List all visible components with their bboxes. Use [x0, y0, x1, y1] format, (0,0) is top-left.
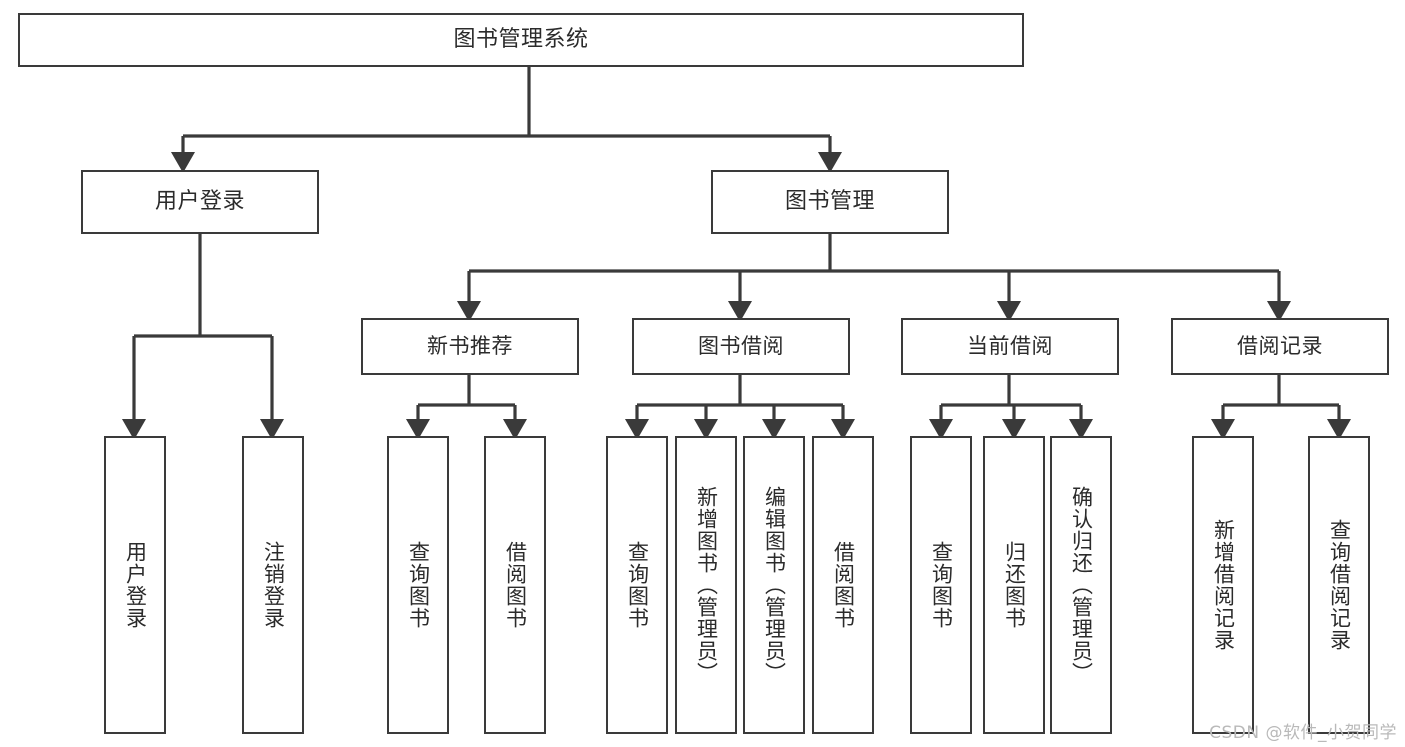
- node-leaf-query-book-borrow-label: 查询图书: [625, 541, 650, 629]
- node-leaf-query-book-rec[interactable]: 查询图书: [387, 436, 449, 734]
- node-leaf-add-book-label: 新增图书（管理员）: [694, 486, 719, 684]
- node-leaf-edit-book[interactable]: 编辑图书（管理员）: [743, 436, 805, 734]
- node-book-manage-label: 图书管理: [784, 188, 875, 214]
- node-user-login[interactable]: 用户登录: [81, 170, 319, 234]
- node-book-borrow-label: 图书借阅: [698, 333, 784, 358]
- node-leaf-return-book-label: 归还图书: [1002, 541, 1027, 629]
- node-leaf-logout[interactable]: 注销登录: [242, 436, 304, 734]
- node-new-book-rec-label: 新书推荐: [427, 333, 513, 358]
- node-leaf-query-record-label: 查询借阅记录: [1327, 519, 1352, 651]
- node-leaf-edit-book-label: 编辑图书（管理员）: [762, 486, 787, 684]
- node-leaf-borrow-book[interactable]: 借阅图书: [812, 436, 874, 734]
- node-root[interactable]: 图书管理系统: [18, 13, 1024, 67]
- node-book-borrow[interactable]: 图书借阅: [632, 318, 850, 375]
- node-user-login-label: 用户登录: [154, 188, 245, 214]
- node-leaf-add-record-label: 新增借阅记录: [1211, 519, 1236, 651]
- node-leaf-borrow-book-rec[interactable]: 借阅图书: [484, 436, 546, 734]
- node-leaf-query-book-rec-label: 查询图书: [406, 541, 431, 629]
- node-leaf-query-book-cur[interactable]: 查询图书: [910, 436, 972, 734]
- node-leaf-query-book-borrow[interactable]: 查询图书: [606, 436, 668, 734]
- node-root-label: 图书管理系统: [453, 26, 589, 52]
- node-leaf-user-login-label: 用户登录: [123, 541, 148, 629]
- node-leaf-confirm-return-label: 确认归还（管理员）: [1069, 486, 1094, 684]
- node-book-manage[interactable]: 图书管理: [711, 170, 949, 234]
- node-leaf-borrow-book-label: 借阅图书: [831, 541, 856, 629]
- node-leaf-query-record[interactable]: 查询借阅记录: [1308, 436, 1370, 734]
- node-leaf-add-book[interactable]: 新增图书（管理员）: [675, 436, 737, 734]
- node-leaf-borrow-book-rec-label: 借阅图书: [503, 541, 528, 629]
- node-leaf-logout-label: 注销登录: [261, 541, 286, 629]
- csdn-watermark: CSDN @软件_小贺同学: [1209, 723, 1397, 743]
- node-leaf-add-record[interactable]: 新增借阅记录: [1192, 436, 1254, 734]
- node-leaf-confirm-return[interactable]: 确认归还（管理员）: [1050, 436, 1112, 734]
- node-current-borrow[interactable]: 当前借阅: [901, 318, 1119, 375]
- node-borrow-record[interactable]: 借阅记录: [1171, 318, 1389, 375]
- node-new-book-rec[interactable]: 新书推荐: [361, 318, 579, 375]
- node-leaf-return-book[interactable]: 归还图书: [983, 436, 1045, 734]
- node-borrow-record-label: 借阅记录: [1237, 333, 1323, 358]
- node-leaf-query-book-cur-label: 查询图书: [929, 541, 954, 629]
- node-leaf-user-login[interactable]: 用户登录: [104, 436, 166, 734]
- node-current-borrow-label: 当前借阅: [967, 333, 1053, 358]
